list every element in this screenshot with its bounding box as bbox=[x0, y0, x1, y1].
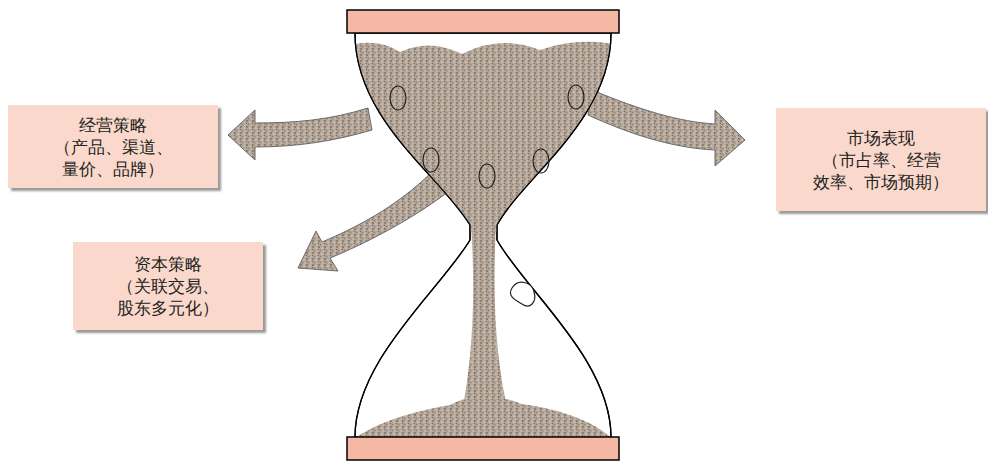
box-detail: （关联交易、 股东多元化） bbox=[93, 275, 243, 319]
sand-arrow bbox=[298, 172, 448, 271]
sand-hole bbox=[423, 148, 439, 172]
sand-hole bbox=[533, 149, 549, 173]
box-detail: （产品、渠道、 量价、品牌） bbox=[38, 136, 188, 180]
upper-sand bbox=[340, 42, 625, 232]
text-box: 经营策略（产品、渠道、 量价、品牌） bbox=[8, 105, 218, 188]
box-heading: 市场表现 bbox=[806, 127, 956, 149]
text-box: 资本策略（关联交易、 股东多元化） bbox=[73, 242, 263, 330]
box-detail: （市占率、经营 效率、市场预期） bbox=[806, 149, 956, 193]
hourglass-cap bbox=[347, 437, 619, 460]
hourglass-outline bbox=[355, 33, 611, 437]
hourglass-cap bbox=[347, 10, 619, 33]
sand-hole bbox=[479, 164, 495, 188]
sand-arrow bbox=[588, 90, 745, 166]
box-heading: 经营策略 bbox=[38, 114, 188, 136]
lower-sand bbox=[352, 397, 614, 440]
glass-blob bbox=[510, 282, 534, 306]
box-heading: 资本策略 bbox=[93, 253, 243, 275]
falling-sand bbox=[462, 225, 508, 412]
sand-hole bbox=[568, 85, 584, 109]
sand-arrow bbox=[228, 108, 372, 160]
sand-hole bbox=[390, 86, 406, 110]
text-box: 市场表现（市占率、经营 效率、市场预期） bbox=[776, 108, 986, 211]
